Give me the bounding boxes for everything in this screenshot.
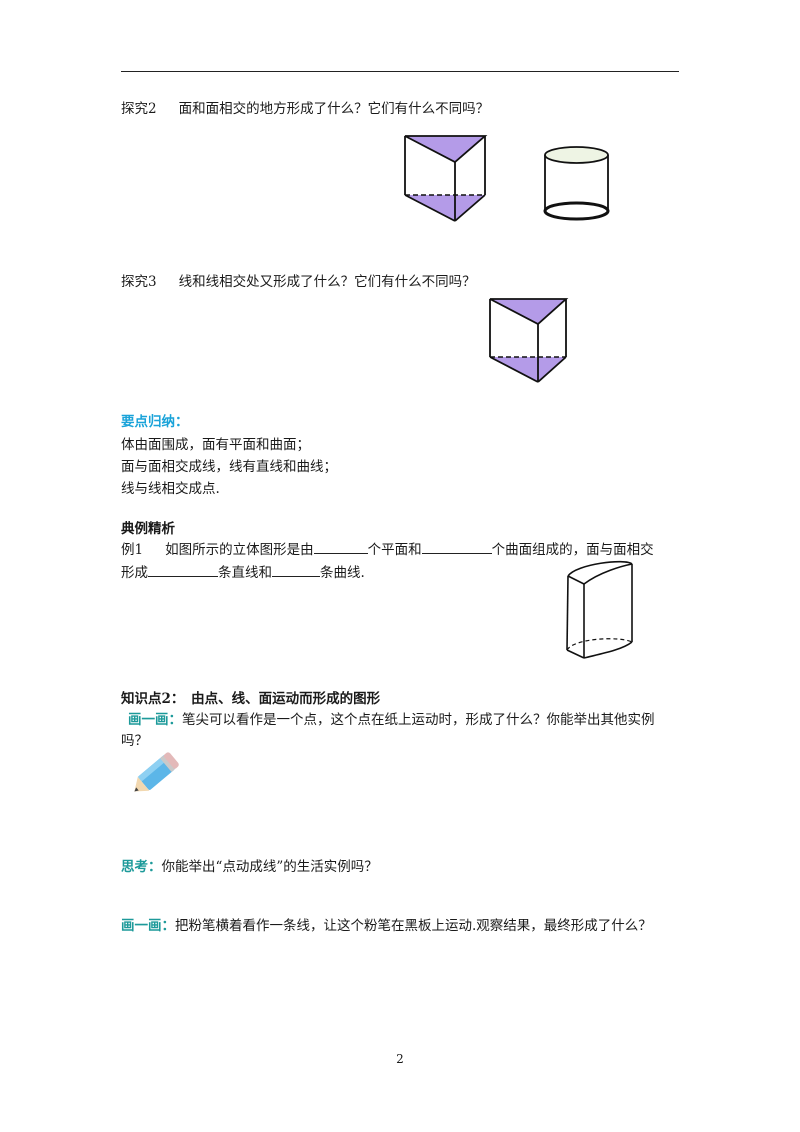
page-number: 2 — [396, 1052, 404, 1066]
example1-text-2: 个平面和 — [367, 542, 422, 558]
explore3-line: 探究3 线和线相交处又形成了什么？它们有什么不同吗？ — [121, 272, 476, 292]
think-text: 你能举出“点动成线”的生活实例吗？ — [161, 859, 378, 875]
explore3-label: 探究3 — [121, 274, 157, 290]
answer-blank-4[interactable] — [272, 562, 320, 577]
answer-blank-1[interactable] — [313, 539, 368, 554]
example1-text-3: 个曲面组成的，面与面相交 — [491, 542, 654, 558]
summary-line-1: 体由面围成，面有平面和曲面； — [121, 437, 310, 453]
example1-text-1: 如图所示的立体图形是由 — [165, 542, 314, 558]
draw2-label: 画一画： — [121, 918, 175, 934]
triangular-prism-figure-2 — [489, 298, 569, 383]
summary-title: 要点归纳： — [121, 414, 189, 430]
example1-line-2: 形成 条直线和 条曲线. — [121, 562, 365, 583]
header-rule — [121, 71, 679, 72]
answer-blank-2[interactable] — [421, 539, 492, 554]
example1-label: 例1 — [121, 542, 144, 558]
explore2-line: 探究2 面和面相交的地方形成了什么？它们有什么不同吗？ — [121, 99, 489, 119]
half-cylinder-figure — [566, 560, 633, 659]
think-label: 思考： — [121, 859, 162, 875]
draw2-text: 把粉笔横着看作一条线，让这个粉笔在黑板上运动.观察结果，最终形成了什么？ — [175, 918, 652, 934]
example-section-title: 典例精析 — [121, 521, 175, 537]
example1-text-4: 形成 — [121, 565, 148, 581]
knowledge2-title: 知识点2： 由点、线、面运动而形成的图形 — [121, 691, 381, 707]
explore2-text: 面和面相交的地方形成了什么？它们有什么不同吗？ — [178, 101, 490, 117]
draw1-line-1: 画一画：笔尖可以看作是一个点，这个点在纸上运动时，形成了什么？你能举出其他实例 — [128, 710, 655, 730]
summary-line-2: 面与面相交成线，线有直线和曲线； — [121, 459, 337, 475]
summary-line-3: 线与线相交成点. — [121, 481, 220, 497]
example1-text-5: 条直线和 — [218, 565, 272, 581]
draw1-text: 笔尖可以看作是一个点，这个点在纸上运动时，形成了什么？你能举出其他实例 — [182, 712, 655, 728]
draw1-label: 画一画： — [128, 712, 182, 728]
explore2-label: 探究2 — [121, 101, 157, 117]
explore3-text: 线和线相交处又形成了什么？它们有什么不同吗？ — [178, 274, 476, 290]
answer-blank-3[interactable] — [148, 562, 218, 577]
example1-line-1: 例1 如图所示的立体图形是由 个平面和 个曲面组成的，面与面相交 — [121, 539, 654, 560]
think-line: 思考：你能举出“点动成线”的生活实例吗？ — [121, 857, 378, 877]
triangular-prism-figure-1 — [404, 135, 488, 222]
draw2-line: 画一画：把粉笔横着看作一条线，让这个粉笔在黑板上运动.观察结果，最终形成了什么？ — [121, 916, 652, 936]
example1-text-6: 条曲线. — [320, 565, 365, 581]
pencil-icon — [134, 752, 179, 792]
draw1-line-2: 吗？ — [121, 733, 148, 749]
cylinder-figure — [543, 146, 610, 221]
